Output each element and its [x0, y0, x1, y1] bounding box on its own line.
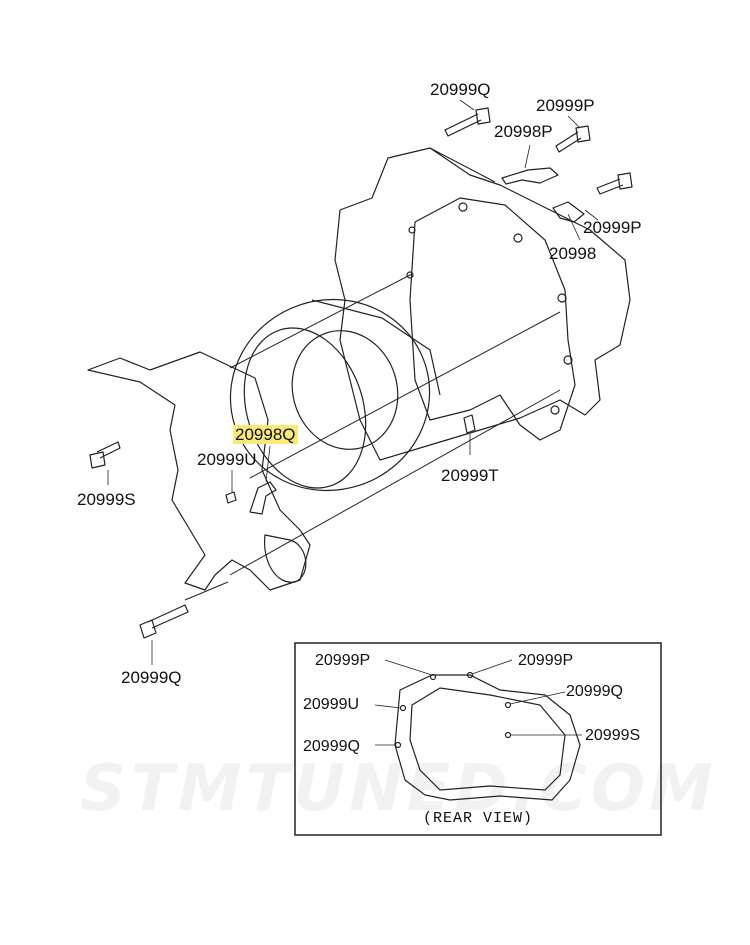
- rear-label-20999q-left[interactable]: 20999Q: [303, 738, 360, 755]
- bolt-20999q-top: [444, 107, 491, 137]
- rear-label-20999p-left[interactable]: 20999P: [315, 652, 371, 669]
- rear-view-title: (REAR VIEW): [422, 810, 534, 827]
- rear-label-20999u[interactable]: 20999U: [303, 696, 360, 713]
- bolt-20999p-top: [555, 125, 591, 153]
- torque-converter: [229, 298, 431, 492]
- label-20999p-top[interactable]: 20999P: [536, 96, 595, 115]
- rear-view-frame: [294, 642, 662, 836]
- bellhousing-flange: [409, 197, 576, 441]
- label-20999q-bottom[interactable]: 20999Q: [121, 668, 182, 687]
- watermark: STMTUNED.COM: [80, 752, 717, 826]
- rear-label-20999s[interactable]: 20999S: [585, 727, 641, 744]
- highlight-20998q: 20998Q: [233, 425, 298, 444]
- front-case-outline: [87, 351, 311, 591]
- rear-view-case: [394, 674, 581, 801]
- label-20998[interactable]: 20998: [549, 244, 597, 263]
- bracket-20998p: [501, 167, 559, 185]
- rear-label-20999q-right[interactable]: 20999Q: [566, 683, 623, 700]
- bracket-20998q: [249, 481, 277, 515]
- bracket-20998: [552, 201, 585, 223]
- label-20998q[interactable]: 20998Q: [233, 425, 298, 445]
- bolt-20999p-right: [596, 172, 633, 195]
- label-20999s[interactable]: 20999S: [77, 490, 136, 509]
- label-20999t[interactable]: 20999T: [441, 466, 499, 485]
- label-20998p[interactable]: 20998P: [494, 122, 553, 141]
- bolt-20999u: [225, 491, 237, 504]
- bolt-20999q-bottom: [139, 604, 189, 639]
- label-20999p-right[interactable]: 20999P: [583, 218, 642, 237]
- rear-label-20999p-right[interactable]: 20999P: [518, 652, 574, 669]
- label-20999q-top[interactable]: 20999Q: [430, 80, 491, 99]
- bolt-20999t: [463, 414, 476, 434]
- label-20999u[interactable]: 20999U: [197, 450, 257, 469]
- bolt-20999s: [89, 441, 121, 469]
- rear-case-outline: [334, 147, 631, 461]
